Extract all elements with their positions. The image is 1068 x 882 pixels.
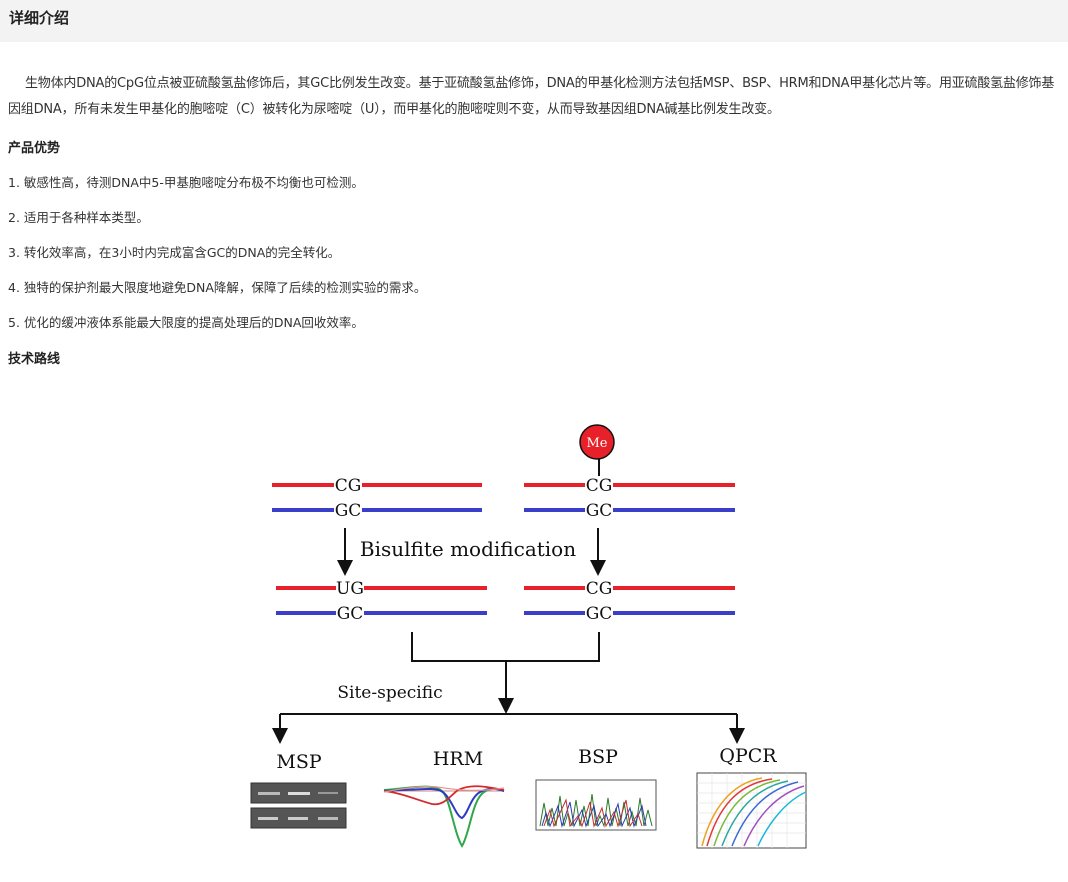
converted-pair-top-right: CG (586, 579, 613, 599)
site-specific-label: Site-specific (337, 683, 442, 703)
method-label-hrm: HRM (433, 748, 483, 770)
merge-bracket (411, 632, 600, 662)
advantage-item-3: 3. 转化效率高，在3小时内完成富含GC的DNA的完全转化。 (8, 245, 341, 260)
converted-pair-top-left: UG (336, 579, 364, 599)
base-pair-bottom-right: GC (586, 501, 613, 521)
methyl-group-icon (579, 424, 615, 460)
advantage-item-5: 5. 优化的缓冲液体系能最大限度的提高处理后的DNA回收效率。 (8, 315, 364, 330)
method-label-msp: MSP (276, 751, 321, 773)
advantage-item-2: 2. 适用于各种样本类型。 (8, 210, 149, 225)
methyl-label: Me (586, 436, 607, 451)
intro-paragraph: 生物体内DNA的CpG位点被亚硫酸氢盐修饰后，其GC比例发生改变。基于亚硫酸氢盐… (8, 76, 1055, 117)
method-label-bsp: BSP (578, 746, 618, 768)
msp-gel-image (250, 782, 347, 829)
bisulfite-workflow-diagram: Me CG GC CG GC Bisulfite modification UG… (232, 388, 822, 868)
advantage-item-1: 1. 敏感性高，待测DNA中5-甲基胞嘧啶分布极不均衡也可检测。 (8, 175, 364, 190)
qpcr-amplification-image (696, 772, 807, 849)
base-pair-top-right: CG (586, 476, 613, 496)
base-pair-bottom-left: GC (335, 501, 362, 521)
route-title: 技术路线 (8, 352, 61, 367)
hrm-curves-image (383, 785, 505, 848)
advantages-title: 产品优势 (8, 141, 61, 156)
bisulfite-label: Bisulfite modification (360, 537, 576, 561)
header-bar: 详细介绍 (0, 0, 1068, 42)
method-label-qpcr: QPCR (719, 745, 777, 767)
converted-pair-bottom-left: GC (337, 604, 364, 624)
page-title: 详细介绍 (9, 9, 70, 27)
converted-pair-bottom-right: GC (586, 604, 613, 624)
base-pair-top-left: CG (335, 476, 362, 496)
bsp-chromatogram-image (535, 779, 657, 831)
advantage-item-4: 4. 独特的保护剂最大限度地避免DNA降解，保障了后续的检测实验的需求。 (8, 280, 427, 295)
